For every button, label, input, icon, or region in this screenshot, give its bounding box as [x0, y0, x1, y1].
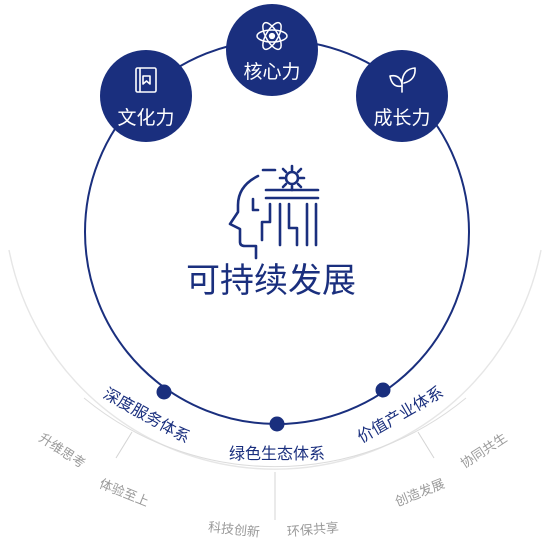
sub-label-experience-first: 体验至上 [97, 476, 151, 510]
leaf-icon [389, 67, 416, 93]
system-label-green-ecology: 绿色生态体系 [229, 444, 325, 463]
top-node-growth: 成长力 [356, 50, 448, 142]
sub-label-upgrade-thinking: 升维思考 [36, 431, 88, 472]
top-node-label-growth: 成长力 [373, 107, 430, 129]
sub-label-tech-innovation: 科技创新 [207, 519, 260, 540]
system-dot-left [156, 384, 172, 400]
sub-label-eco-sharing: 环保共享 [286, 520, 339, 540]
head-gear-icon [228, 164, 320, 260]
system-dot-right [375, 382, 391, 398]
system-dot-middle [269, 416, 285, 432]
divider-line-left [115, 431, 133, 459]
center-title: 可持续发展 [186, 261, 356, 301]
divider-line-right [417, 431, 435, 459]
top-node-culture: 文化力 [100, 50, 192, 142]
atom-icon [256, 21, 288, 51]
top-node-label-culture: 文化力 [117, 107, 174, 129]
outer-light-arc [8, 249, 542, 470]
sub-label-collaborative-symbiosis: 协同共生 [458, 431, 510, 472]
inner-thin-arc [83, 397, 467, 468]
book-icon [135, 67, 157, 93]
sub-label-create-develop: 创造发展 [393, 476, 447, 510]
top-node-label-core: 核心力 [243, 61, 300, 83]
system-label-value-industry: 价值产业体系 [354, 382, 447, 446]
top-node-core: 核心力 [226, 4, 318, 96]
